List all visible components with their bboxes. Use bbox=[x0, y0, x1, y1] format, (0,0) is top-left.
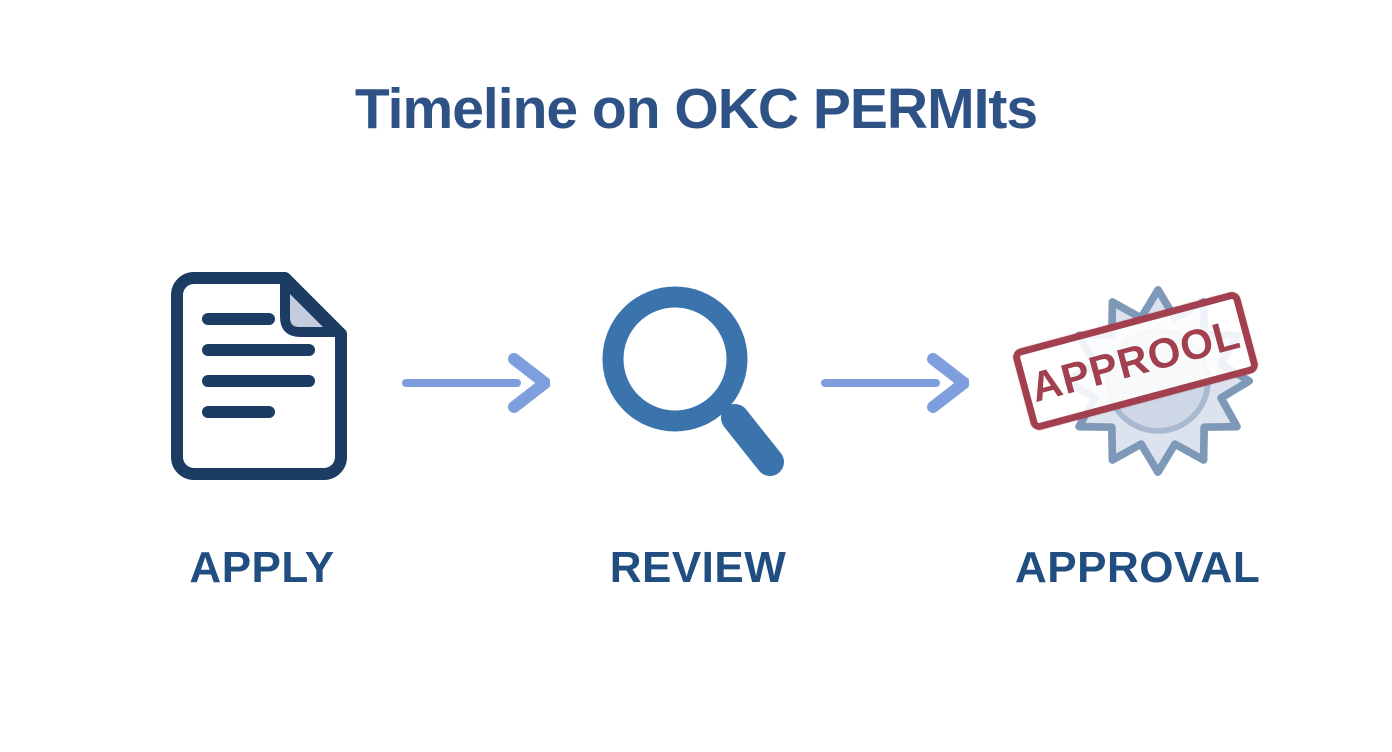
approval-seal-icon: APPROOL bbox=[1011, 272, 1272, 487]
magnifying-glass-icon bbox=[602, 286, 784, 476]
arrow-right-icon bbox=[402, 353, 550, 413]
step-label-review: REVIEW bbox=[609, 543, 787, 592]
step-label-approval: APPROVAL bbox=[1015, 543, 1261, 592]
step-label-apply: APPLY bbox=[189, 543, 335, 592]
page-title: Timeline on OKC PERMIts bbox=[354, 77, 1038, 141]
arrow-right-icon bbox=[821, 353, 969, 413]
document-icon bbox=[171, 272, 347, 480]
